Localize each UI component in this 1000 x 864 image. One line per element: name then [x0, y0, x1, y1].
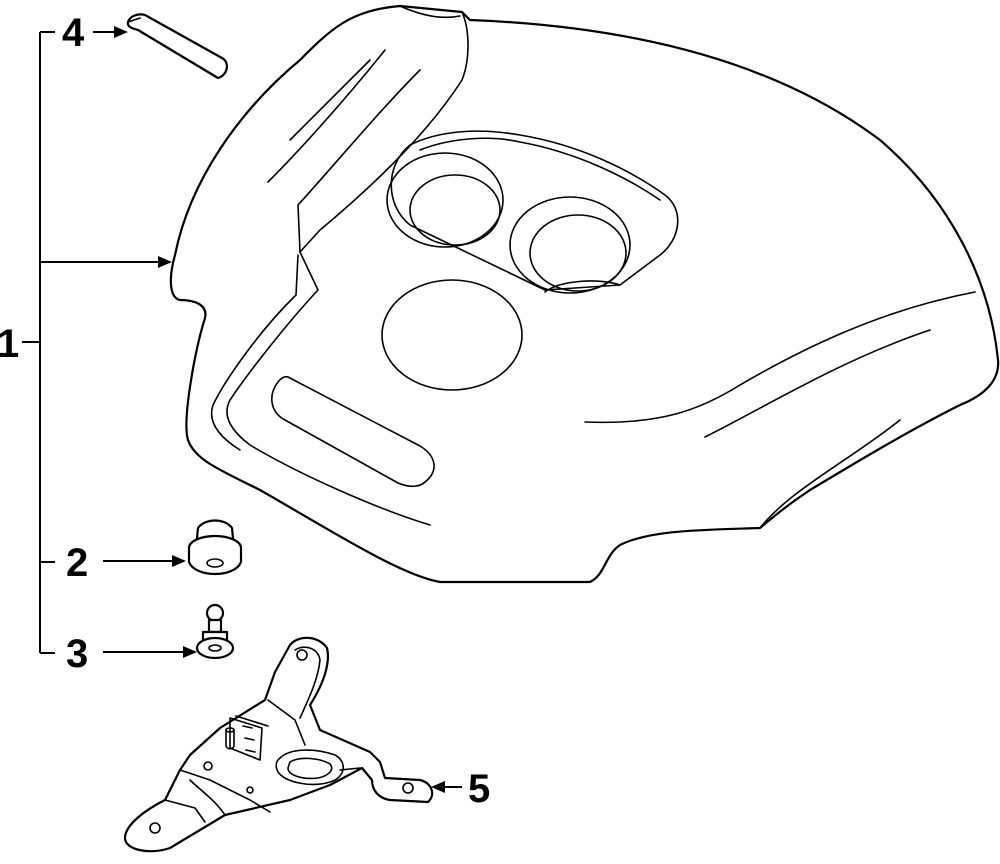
- engine-cover[interactable]: [169, 4, 1000, 584]
- callout-number-2: 2: [66, 541, 88, 585]
- callout-bracket-1: [22, 31, 162, 654]
- arrowhead-4: [114, 26, 128, 38]
- arrowhead-5: [431, 781, 445, 793]
- arrowhead-2: [172, 555, 186, 567]
- leader-arrows: [93, 26, 462, 793]
- callout-number-3: 3: [66, 632, 88, 676]
- callout-number-4: 4: [62, 11, 85, 55]
- arrowhead-3: [183, 646, 197, 658]
- callout-number-1: 1: [0, 322, 19, 366]
- grommet[interactable]: [187, 519, 243, 575]
- ball-stud[interactable]: [195, 603, 235, 660]
- callout-number-5: 5: [468, 767, 490, 811]
- arrowhead-1: [158, 256, 172, 268]
- emblem-strip[interactable]: [126, 13, 228, 80]
- mounting-bracket[interactable]: [123, 636, 434, 853]
